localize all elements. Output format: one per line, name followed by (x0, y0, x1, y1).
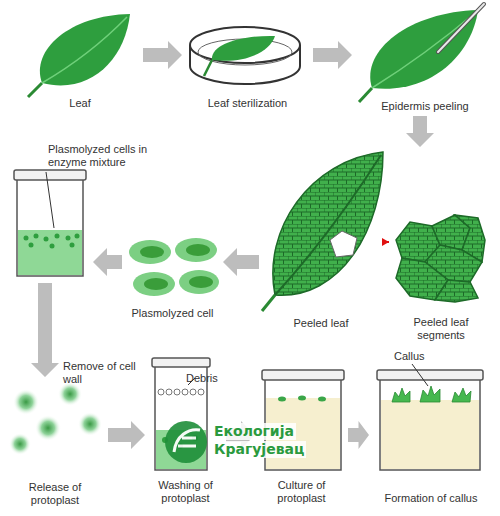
process-step: Leaf (20, 10, 140, 110)
step-caption: Epidermis peeling (355, 100, 495, 113)
process-step: Peeled leaf (262, 150, 380, 330)
process-step: Remove of cell wallRelease of protoplast (5, 380, 105, 507)
flow-arrow (223, 248, 259, 276)
step-caption: Plasmolyzed cell (125, 307, 220, 320)
process-step: Plasmolyzed cell (125, 235, 220, 320)
flow-arrow (143, 41, 182, 69)
step-caption: Peeled leaf segments (392, 316, 490, 342)
process-step: Peeled leaf segments (392, 205, 490, 342)
leaf-drawing (28, 14, 130, 97)
flow-arrow (108, 421, 145, 449)
step-label: Debris (186, 372, 226, 385)
step-caption: Culture of protoplast (258, 479, 345, 505)
watermark-logo (165, 421, 207, 463)
peeled-leaf (262, 152, 383, 311)
enzyme-tube (14, 170, 86, 276)
flow-arrow (348, 421, 369, 449)
step-caption: Release of protoplast (5, 481, 105, 507)
flow-arrow (313, 41, 352, 69)
petri-dish (190, 27, 300, 84)
step-caption: Peeled leaf (262, 317, 380, 330)
flow-arrow (31, 283, 59, 377)
process-step: CallusFormation of callus (372, 350, 490, 505)
leaf-peeling (359, 4, 484, 102)
step-caption: Leaf sterilization (185, 97, 310, 110)
process-step: Epidermis peeling (355, 5, 495, 113)
watermark-text: Екологија (212, 423, 296, 440)
process-step: Leaf sterilization (185, 10, 310, 110)
plasmolyzed-cells (129, 238, 219, 296)
process-step: Plasmolyzed cells in enzyme mixture (12, 165, 90, 280)
step-label: Plasmolyzed cells in enzyme mixture (48, 143, 166, 169)
callus-jar (377, 364, 483, 470)
step-caption: Washing of protoplast (148, 479, 223, 505)
flow-arrow (93, 248, 122, 276)
leaf-segments (396, 215, 485, 302)
flow-arrow (406, 116, 434, 147)
protoplasts (9, 382, 102, 455)
step-label: Remove of cell wall (63, 360, 143, 386)
pointer-arrow (382, 238, 389, 246)
step-caption: Leaf (20, 97, 140, 110)
watermark-text: Крагујевац (212, 441, 306, 458)
step-caption: Formation of callus (372, 492, 490, 505)
step-label: Callus (394, 350, 444, 363)
